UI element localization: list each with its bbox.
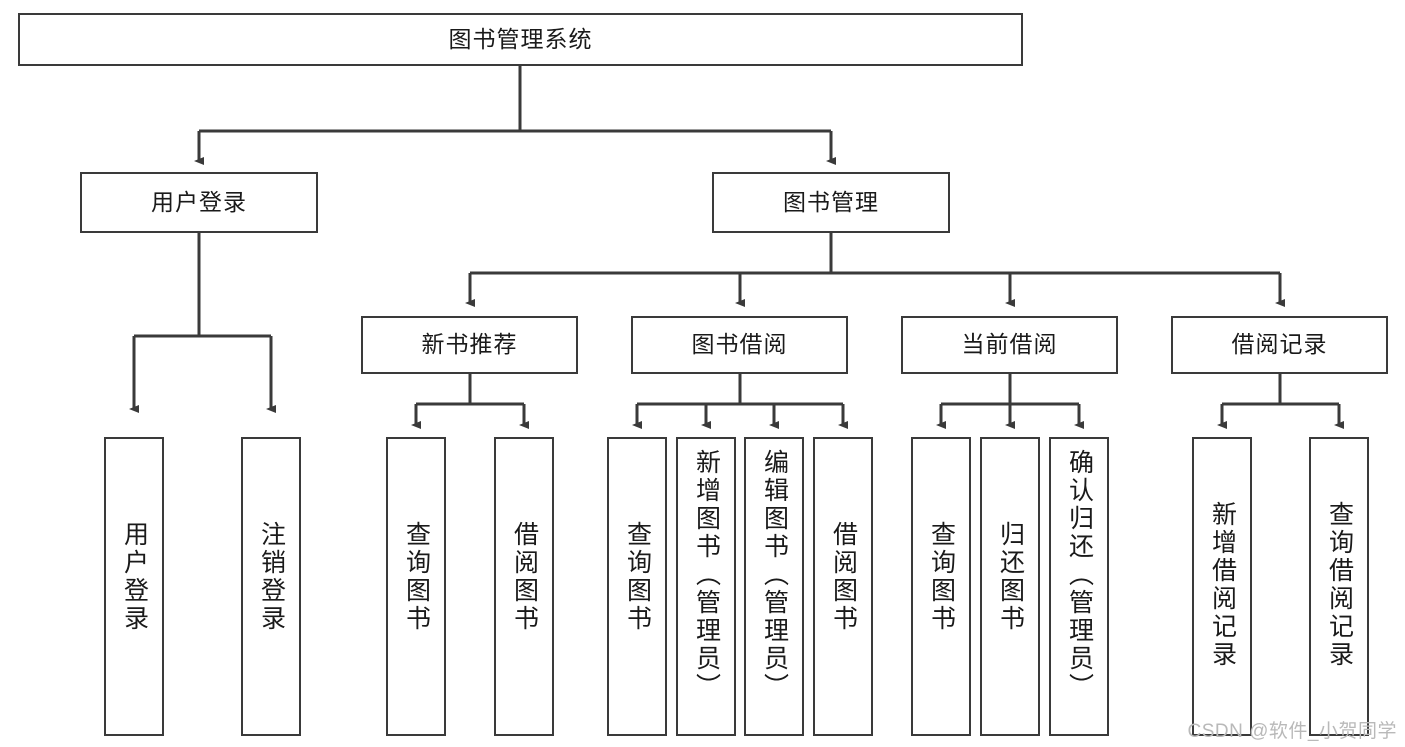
node-borrow-records[interactable]: 借阅记录 [1171, 316, 1388, 374]
leaf-logout-label: 注销登录 [257, 521, 286, 633]
leaf-add-book-admin[interactable]: 新增图书（管理员） [676, 437, 736, 736]
leaf-query-book-borrow-label: 查询图书 [623, 521, 652, 633]
leaf-query-book-borrow[interactable]: 查询图书 [607, 437, 667, 736]
node-root[interactable]: 图书管理系统 [18, 13, 1023, 66]
leaf-query-book-recommend[interactable]: 查询图书 [386, 437, 446, 736]
leaf-return-book[interactable]: 归还图书 [980, 437, 1040, 736]
leaf-query-book-recommend-label: 查询图书 [402, 521, 431, 633]
leaf-query-book-current[interactable]: 查询图书 [911, 437, 971, 736]
leaf-borrow-book[interactable]: 借阅图书 [813, 437, 873, 736]
node-new-book-recommend-label: 新书推荐 [421, 331, 518, 358]
node-book-borrow-label: 图书借阅 [691, 331, 788, 358]
node-book-management[interactable]: 图书管理 [712, 172, 950, 233]
node-root-label: 图书管理系统 [448, 25, 593, 52]
leaf-add-book-admin-label: 新增图书（管理员） [692, 449, 721, 701]
node-user-login[interactable]: 用户登录 [80, 172, 318, 233]
node-current-borrow[interactable]: 当前借阅 [901, 316, 1118, 374]
leaf-user-login-label: 用户登录 [120, 521, 149, 633]
leaf-query-borrow-record[interactable]: 查询借阅记录 [1309, 437, 1369, 736]
leaf-edit-book-admin[interactable]: 编辑图书（管理员） [744, 437, 804, 736]
leaf-logout[interactable]: 注销登录 [241, 437, 301, 736]
watermark: CSDN @软件_小贺同学 [1187, 721, 1397, 742]
node-current-borrow-label: 当前借阅 [961, 331, 1058, 358]
leaf-add-borrow-record-label: 新增借阅记录 [1208, 501, 1237, 669]
leaf-confirm-return-admin[interactable]: 确认归还（管理员） [1049, 437, 1109, 736]
leaf-borrow-book-recommend[interactable]: 借阅图书 [494, 437, 554, 736]
leaf-user-login[interactable]: 用户登录 [104, 437, 164, 736]
node-user-login-label: 用户登录 [151, 188, 247, 215]
leaf-query-borrow-record-label: 查询借阅记录 [1325, 501, 1354, 669]
leaf-confirm-return-admin-label: 确认归还（管理员） [1065, 449, 1094, 701]
node-book-borrow[interactable]: 图书借阅 [631, 316, 848, 374]
leaf-add-borrow-record[interactable]: 新增借阅记录 [1192, 437, 1252, 736]
leaf-borrow-book-label: 借阅图书 [829, 521, 858, 633]
node-book-management-label: 图书管理 [783, 188, 879, 215]
leaf-borrow-book-recommend-label: 借阅图书 [510, 521, 539, 633]
node-borrow-records-label: 借阅记录 [1231, 331, 1328, 358]
leaf-return-book-label: 归还图书 [996, 521, 1025, 633]
leaf-query-book-current-label: 查询图书 [927, 521, 956, 633]
leaf-edit-book-admin-label: 编辑图书（管理员） [760, 449, 789, 701]
node-new-book-recommend[interactable]: 新书推荐 [361, 316, 578, 374]
